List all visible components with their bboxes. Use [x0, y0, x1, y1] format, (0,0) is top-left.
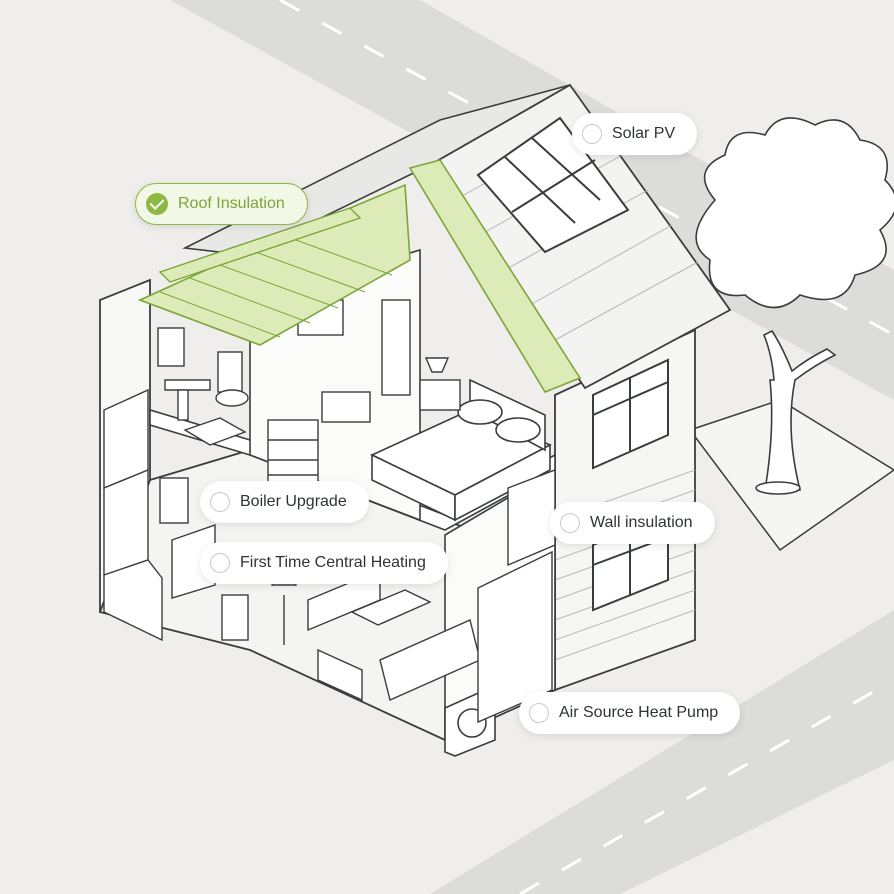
solar-panels [476, 116, 630, 254]
option-label: Solar PV [612, 125, 676, 142]
upper-window [592, 358, 669, 470]
left-panels [103, 388, 163, 642]
bedroom-furniture [267, 299, 461, 491]
option-wall-insulation[interactable]: Wall insulation [550, 502, 715, 544]
radio-icon [560, 513, 580, 533]
option-boiler-upgrade[interactable]: Boiler Upgrade [200, 481, 369, 523]
option-label: Air Source Heat Pump [559, 704, 719, 721]
option-label: First Time Central Heating [240, 554, 426, 571]
option-label: Roof Insulation [178, 195, 285, 212]
living-room [159, 477, 481, 702]
bed [370, 378, 552, 522]
roof-insulation-eave [158, 207, 362, 283]
option-air-source-heat-pump[interactable]: Air Source Heat Pump [519, 692, 741, 734]
option-label: Wall insulation [590, 514, 693, 531]
check-icon [146, 193, 168, 215]
road-bottom [430, 610, 894, 894]
option-first-time-central-heating[interactable]: First Time Central Heating [200, 542, 448, 584]
option-roof-insulation[interactable]: Roof Insulation [135, 183, 308, 225]
door-panel-right [477, 468, 556, 724]
option-solar-pv[interactable]: Solar PV [572, 113, 698, 155]
radio-icon [529, 703, 549, 723]
radio-icon [210, 553, 230, 573]
radio-icon [582, 124, 602, 144]
radio-icon [210, 492, 230, 512]
option-label: Boiler Upgrade [240, 493, 347, 510]
tree [695, 117, 894, 495]
roof-insulation-rafter [408, 159, 582, 393]
bathroom [157, 327, 249, 446]
